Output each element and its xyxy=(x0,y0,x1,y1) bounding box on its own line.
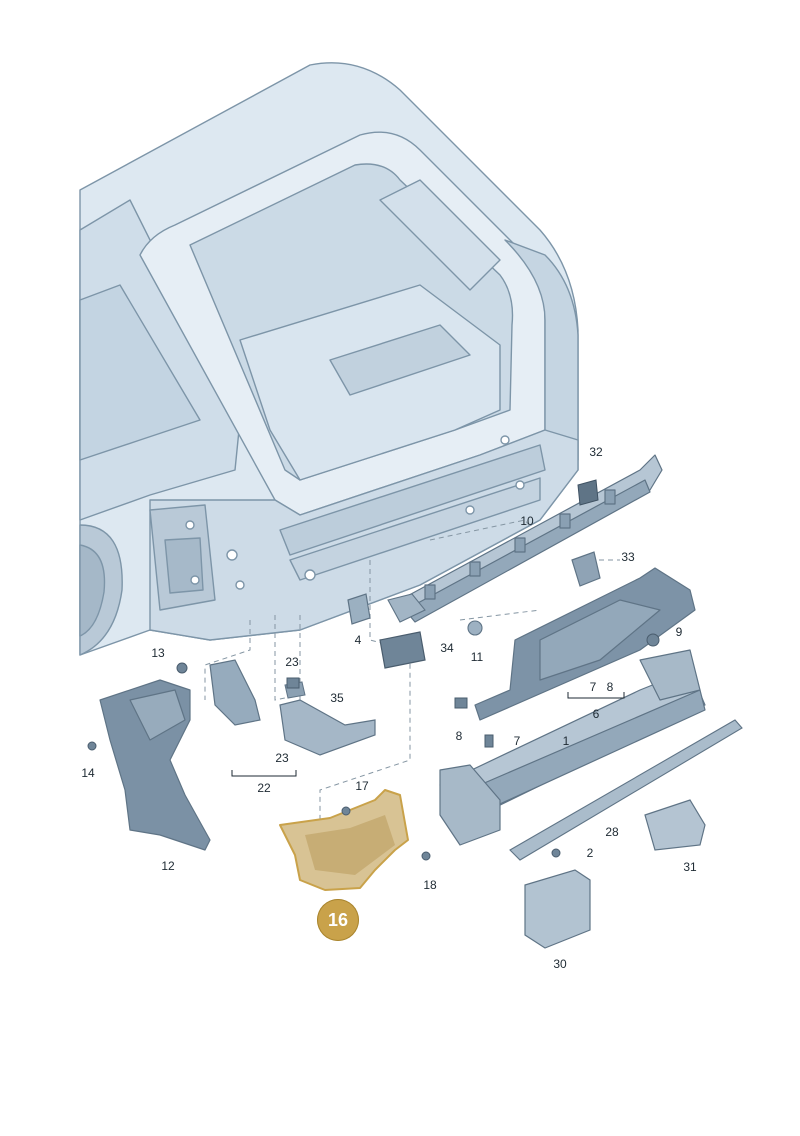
label-brackets xyxy=(231,692,625,777)
label-33: 33 xyxy=(621,550,635,564)
connector-plug xyxy=(387,593,426,623)
label-10: 10 xyxy=(520,514,534,528)
fasteners xyxy=(87,662,561,861)
label-23b: 23 xyxy=(275,751,289,765)
label-32: 32 xyxy=(589,445,603,459)
label-6: 6 xyxy=(592,707,600,721)
highlight-badge-16[interactable]: 16 xyxy=(317,899,359,941)
label-4: 4 xyxy=(354,633,362,647)
label-17: 17 xyxy=(355,779,369,793)
part-6-cover xyxy=(474,567,696,721)
part-12-side-bracket xyxy=(99,679,211,851)
label-8b: 8 xyxy=(455,729,463,743)
label-8a: 8 xyxy=(606,680,614,694)
part-31-block xyxy=(644,799,706,851)
part-11-nut xyxy=(467,620,483,636)
part-4-sensor-frame xyxy=(347,593,371,625)
part-28-strap xyxy=(509,719,743,861)
label-1: 1 xyxy=(562,734,570,748)
part-35-bracket xyxy=(279,699,376,756)
part-32-clip xyxy=(577,479,599,506)
car-rear-body xyxy=(79,62,579,656)
label-14: 14 xyxy=(81,766,95,780)
label-18: 18 xyxy=(423,878,437,892)
label-9: 9 xyxy=(675,625,683,639)
label-11: 11 xyxy=(470,650,484,664)
label-2: 2 xyxy=(586,846,594,860)
label-30: 30 xyxy=(553,957,567,971)
label-31: 31 xyxy=(683,860,697,874)
part-30-block xyxy=(524,869,591,949)
part-9-nut xyxy=(646,633,660,647)
label-22: 22 xyxy=(257,781,271,795)
label-13: 13 xyxy=(151,646,165,660)
part-1-bumper-beam xyxy=(439,649,706,846)
label-12: 12 xyxy=(161,859,175,873)
label-7a: 7 xyxy=(589,680,597,694)
label-28: 28 xyxy=(605,825,619,839)
label-34: 34 xyxy=(440,641,454,655)
part-22-bracket xyxy=(209,659,261,726)
label-23a: 23 xyxy=(285,655,299,669)
label-35: 35 xyxy=(330,691,344,705)
part-16-highlighted-bracket xyxy=(279,789,409,891)
part-34-module xyxy=(379,631,426,669)
label-7b: 7 xyxy=(513,734,521,748)
part-33-bracket xyxy=(571,551,601,587)
